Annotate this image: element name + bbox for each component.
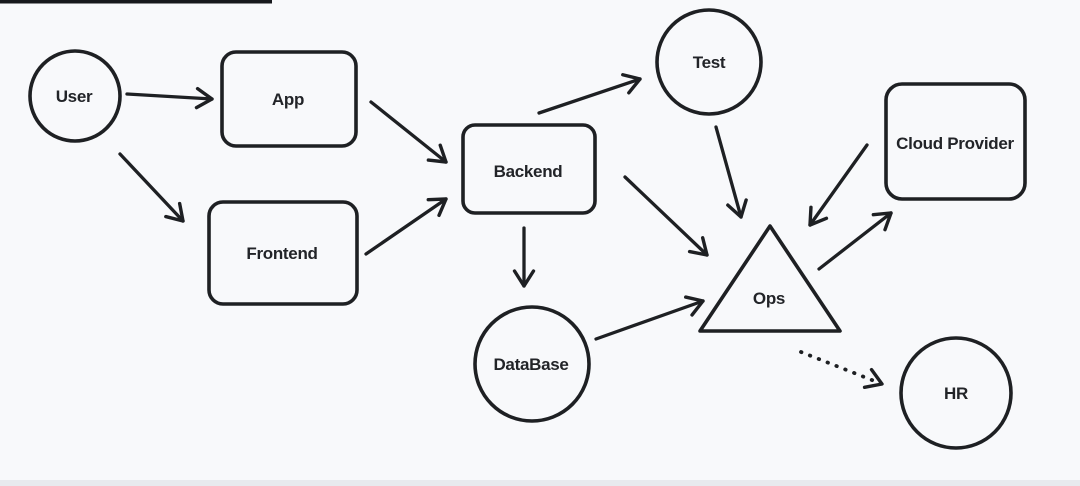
user-circle[interactable]	[28, 49, 122, 143]
edges-layer	[118, 73, 893, 390]
edge-backend-ops[interactable]	[623, 175, 709, 257]
app-rectangle[interactable]	[220, 50, 358, 148]
bottom-band	[0, 480, 1080, 486]
edge-user-frontend[interactable]	[118, 152, 185, 223]
edge-backend-test[interactable]	[537, 73, 642, 115]
node-label-database: DataBase	[493, 355, 568, 374]
node-label-frontend: Frontend	[246, 244, 317, 263]
node-label-cloud-provider: Cloud Provider	[896, 134, 1014, 153]
edge-app-backend[interactable]	[369, 100, 448, 164]
edge-ops-cloud[interactable]	[817, 211, 893, 271]
ops-triangle[interactable]	[698, 224, 842, 333]
node-frontend[interactable]: Frontend	[207, 200, 359, 306]
edge-database-ops[interactable]	[594, 295, 705, 341]
hr-circle[interactable]	[899, 336, 1013, 450]
node-ops[interactable]: Ops	[698, 224, 842, 333]
node-label-app: App	[272, 90, 304, 109]
top-left-bar	[0, 0, 272, 4]
backend-rectangle[interactable]	[461, 123, 597, 215]
node-hr[interactable]: HR	[899, 336, 1013, 450]
cloud-provider-rectangle[interactable]	[884, 82, 1027, 201]
node-label-hr: HR	[944, 384, 968, 403]
test-circle[interactable]	[655, 8, 763, 116]
node-label-test: Test	[693, 53, 726, 72]
node-app[interactable]: App	[220, 50, 358, 148]
edge-test-ops[interactable]	[714, 125, 748, 219]
node-test[interactable]: Test	[655, 8, 763, 116]
frontend-rectangle[interactable]	[207, 200, 359, 306]
node-label-user: User	[56, 87, 93, 106]
edge-user-app[interactable]	[125, 86, 214, 110]
edge-frontend-backend[interactable]	[364, 197, 448, 256]
node-user[interactable]: User	[28, 49, 122, 143]
node-database[interactable]: DataBase	[473, 305, 591, 423]
node-label-ops: Ops	[753, 289, 785, 308]
node-cloud-provider[interactable]: Cloud Provider	[884, 82, 1027, 201]
edge-cloud-ops[interactable]	[808, 143, 869, 227]
database-circle[interactable]	[473, 305, 591, 423]
node-label-backend: Backend	[494, 162, 563, 181]
node-backend[interactable]: Backend	[461, 123, 597, 215]
